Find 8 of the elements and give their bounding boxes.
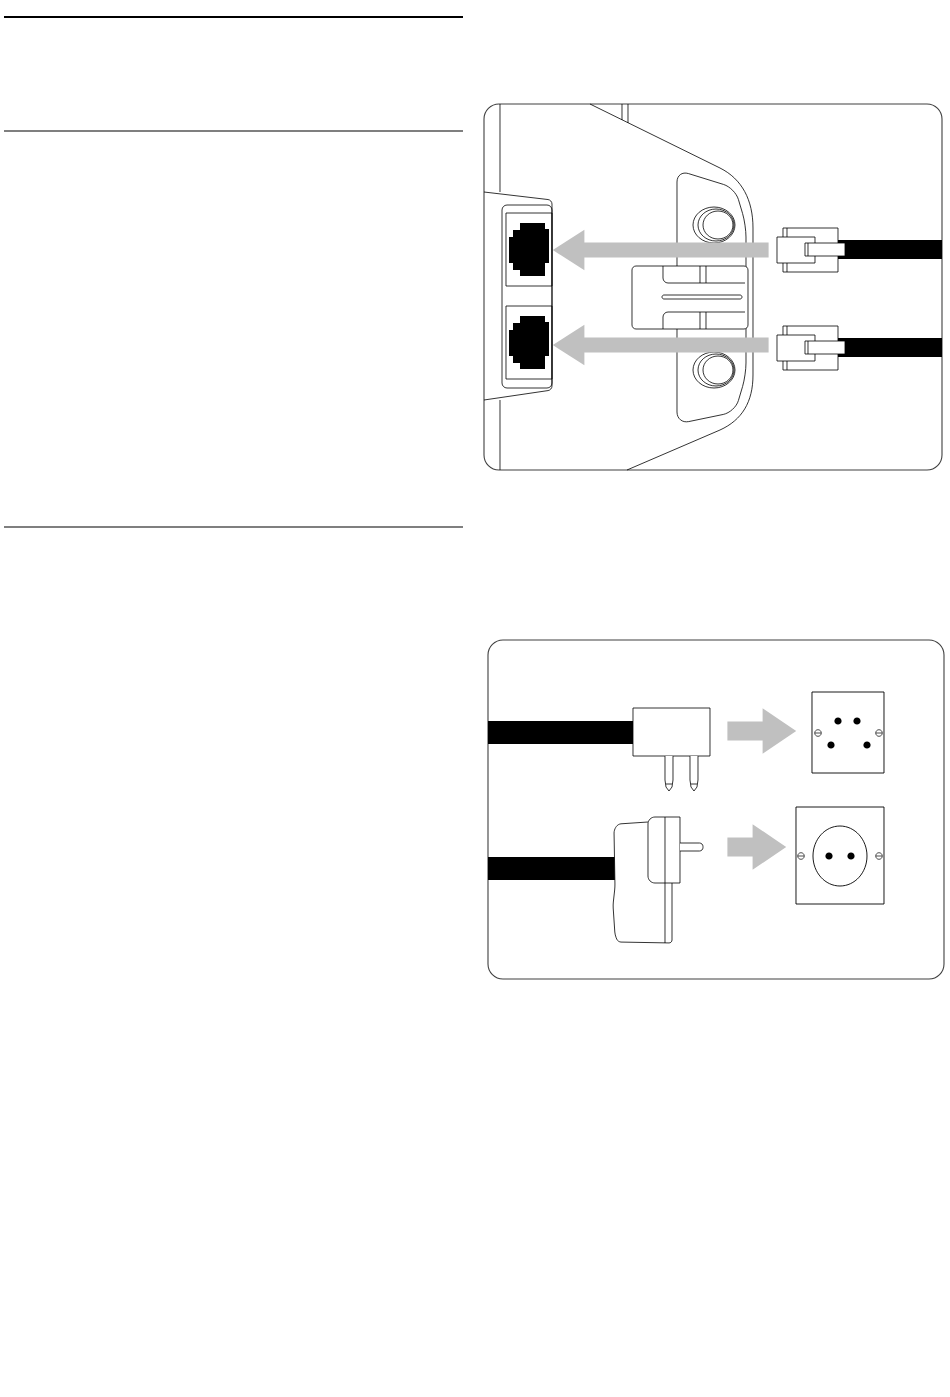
- phone-plug: [776, 325, 942, 371]
- phone-jack: [505, 212, 553, 287]
- wall-socket: [811, 691, 885, 774]
- wall-socket: [795, 806, 885, 905]
- power-plug: [488, 816, 704, 944]
- phone-jack: [505, 305, 553, 380]
- phone-plug: [776, 227, 942, 273]
- power-plug: [488, 707, 711, 792]
